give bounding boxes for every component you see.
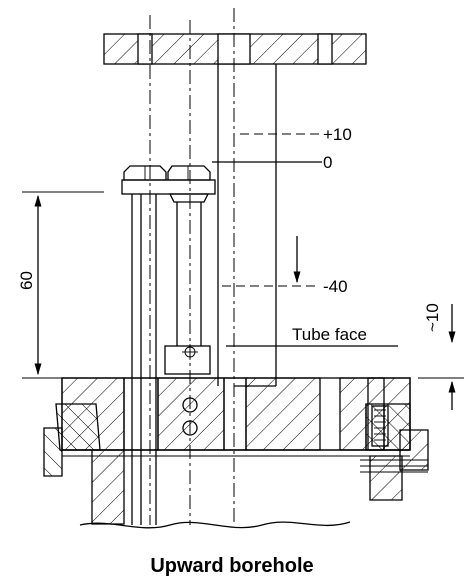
label-tube-face: Tube face xyxy=(292,325,367,344)
level-lines xyxy=(212,133,398,347)
tube xyxy=(217,64,277,387)
label-plus10: +10 xyxy=(323,125,352,144)
break-line xyxy=(79,521,351,529)
label-zero: 0 xyxy=(323,153,332,172)
dimension-approx10 xyxy=(418,304,464,410)
main-body xyxy=(61,377,411,451)
bottom-flange xyxy=(43,403,429,525)
top-flange-plate xyxy=(103,33,367,65)
dimension-60 xyxy=(22,191,104,379)
figure-caption: Upward borehole xyxy=(150,555,313,577)
screw-head xyxy=(164,344,211,375)
label-sixty: 60 xyxy=(17,271,36,290)
label-approx10: ~10 xyxy=(423,303,442,332)
left-rod xyxy=(121,165,216,525)
label-minus40: -40 xyxy=(323,277,348,296)
